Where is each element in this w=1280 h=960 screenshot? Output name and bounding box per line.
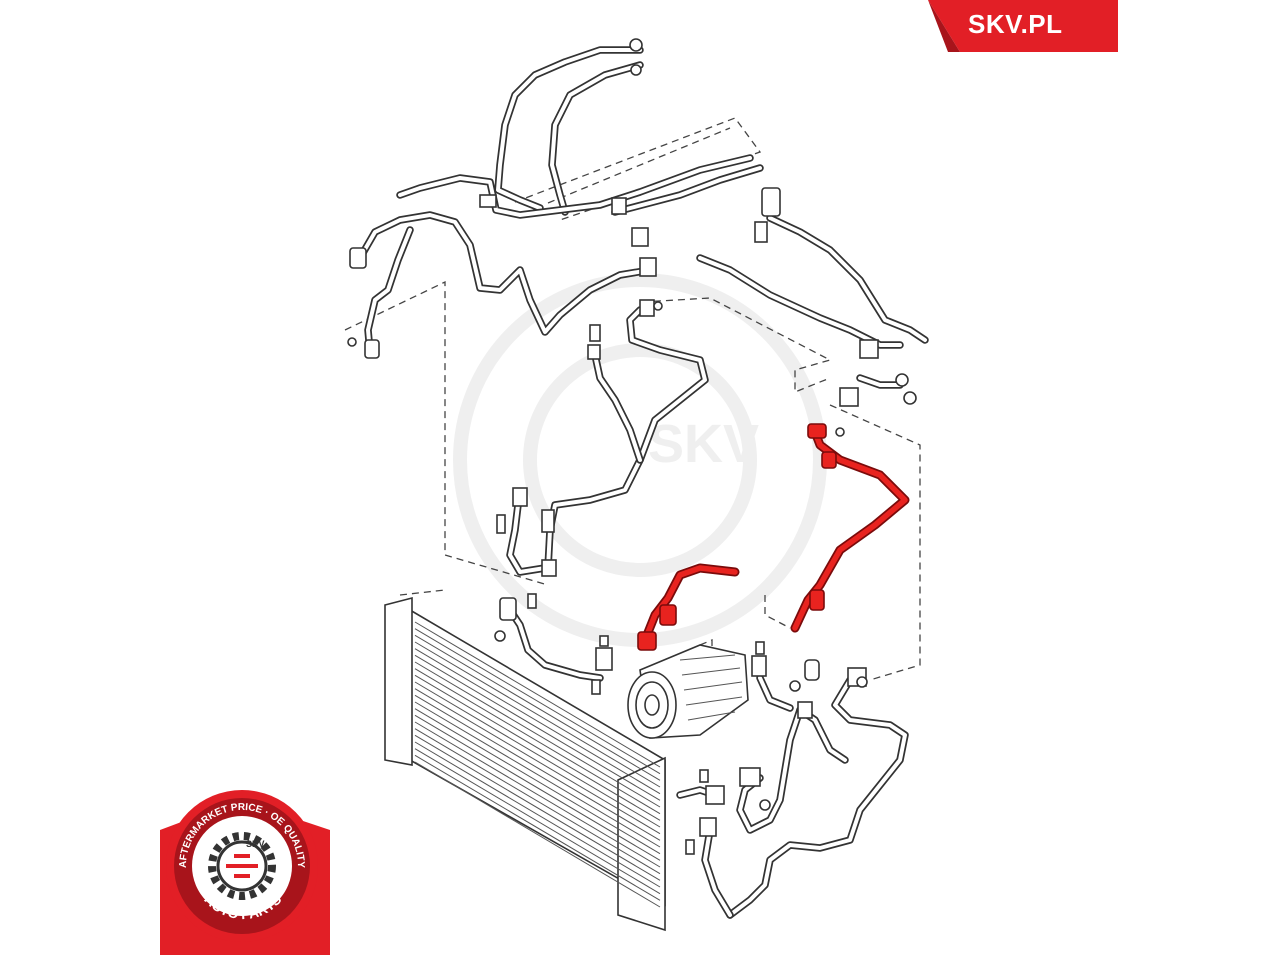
red-refrigerant-hose (637, 423, 910, 651)
condenser (384, 596, 666, 932)
condenser-fin (414, 688, 661, 835)
fitting-block-icon (512, 487, 528, 507)
bolt-icon (699, 769, 709, 783)
condenser-fin (414, 714, 661, 861)
fitting-block-icon (499, 597, 517, 621)
watermark-text: SKV (648, 414, 759, 474)
bolt-icon (685, 839, 695, 855)
condenser-fin (414, 621, 661, 768)
fitting-nut-icon (895, 373, 909, 387)
fitting-block-icon (639, 257, 657, 277)
condenser-fin (414, 681, 661, 828)
hose-fitting-icon (637, 631, 657, 651)
hose-crimp-icon (821, 451, 837, 469)
hose-crimp-icon (809, 589, 825, 611)
pressure-switch-icon (804, 659, 820, 681)
fitting-block-icon (349, 247, 367, 269)
bolt-icon (599, 635, 609, 647)
fitting-block-icon (631, 227, 649, 247)
condenser-fin (414, 661, 661, 808)
fitting-nut-icon (630, 64, 642, 76)
condenser-fin (414, 641, 661, 788)
ac-compressor (627, 644, 749, 739)
bolt-icon (591, 679, 601, 695)
fitting-block-icon (739, 767, 761, 787)
bolt-icon (496, 514, 506, 534)
condenser-fin (414, 761, 661, 908)
skv-pl-banner: SKV.PL (928, 0, 1118, 52)
pressure-switch-icon (754, 221, 768, 243)
condenser-fin (414, 668, 661, 815)
bolt-icon (755, 641, 765, 655)
bolt-icon (589, 324, 601, 342)
o-ring-icon (789, 680, 801, 692)
condenser-fin (414, 708, 661, 855)
condenser-fin (414, 728, 661, 875)
o-ring-icon (653, 301, 663, 311)
condenser-fin (414, 694, 661, 841)
fittings (347, 38, 917, 855)
o-ring-icon (759, 799, 771, 811)
condenser-fin (414, 748, 661, 895)
o-ring-icon (856, 676, 868, 688)
condenser-fin (414, 648, 661, 795)
condenser-fin (414, 734, 661, 881)
hose-crimp-icon (659, 604, 677, 626)
hose-fitting-icon (807, 423, 827, 439)
fitting-block-icon (479, 194, 497, 208)
fitting-block-icon (761, 187, 781, 217)
o-ring-icon (494, 630, 506, 642)
condenser-fin (414, 628, 661, 775)
badge-center-text: SKV (246, 839, 265, 849)
fitting-block-icon (639, 299, 655, 317)
fitting-block-icon (751, 655, 767, 677)
fitting-block-icon (839, 387, 859, 407)
fitting-block-icon (587, 344, 601, 360)
fitting-block-icon (364, 339, 380, 359)
condenser-fin (414, 721, 661, 868)
fitting-block-icon (541, 559, 557, 577)
fitting-block-icon (859, 339, 879, 359)
fitting-nut-icon (903, 391, 917, 405)
fitting-block-icon (699, 817, 717, 837)
fitting-block-icon (595, 647, 613, 671)
o-ring-icon (347, 337, 357, 347)
bolt-icon (527, 593, 537, 609)
fitting-nut-icon (629, 38, 643, 52)
o-ring-icon (835, 427, 845, 437)
condenser-fin (414, 754, 661, 901)
condenser-fin (414, 634, 661, 781)
fitting-block-icon (611, 197, 627, 215)
site-label: SKV.PL (968, 9, 1063, 39)
fitting-block-icon (705, 785, 725, 805)
condenser-fin (414, 654, 661, 801)
fitting-block-icon (797, 701, 813, 719)
condenser-fin (414, 674, 661, 821)
dashed-guides (344, 117, 921, 681)
condenser-fin (414, 741, 661, 888)
fitting-block-icon (541, 509, 555, 533)
condenser-fin (414, 701, 661, 848)
skv-auto-parts-badge: AFTERMARKET PRICE · OE QUALITY AUTO PART… (160, 790, 330, 955)
gear-icon (208, 832, 276, 900)
